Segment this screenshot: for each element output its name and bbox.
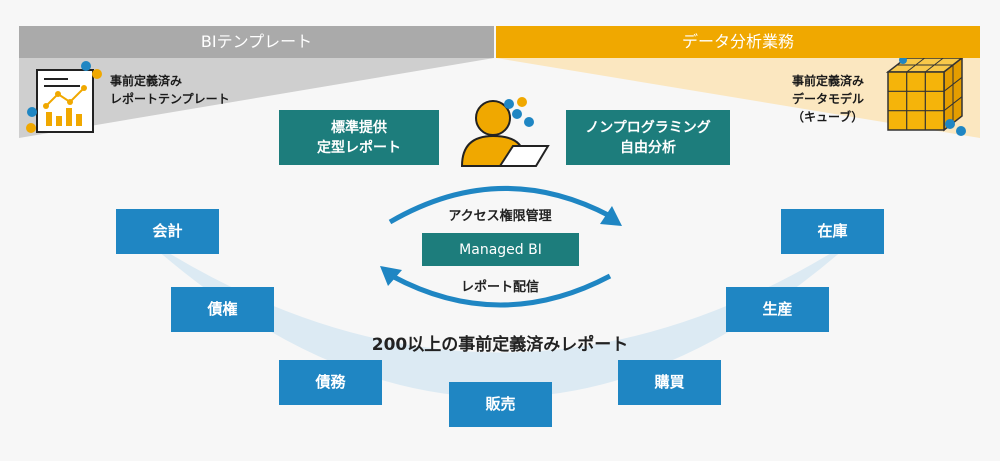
module-payables: 債務 [279,360,382,405]
data-wedge [496,58,980,138]
predefined-reports-label: 200以上の事前定義済みレポート [371,335,629,355]
module-purchasing: 購買 [618,360,721,405]
module-inventory: 在庫 [781,209,884,254]
user-icon [460,97,550,167]
standard-report-box: 標準提供 定型レポート [279,110,439,165]
module-sales: 販売 [449,382,552,427]
cycle-arrows [380,186,622,308]
nonprogramming-analysis-box: ノンプログラミング 自由分析 [566,110,730,165]
report-arc [140,235,860,398]
access-control-label: アクセス権限管理 [448,209,552,224]
data-analysis-header: データ分析業務 [496,26,980,58]
report-delivery-label: レポート配信 [460,280,539,295]
module-accounting: 会計 [116,209,219,254]
module-receivables: 債権 [171,287,274,332]
report-template-icon [26,61,102,133]
data-cube-icon [885,56,966,136]
module-production: 生産 [726,287,829,332]
bi-wedge [19,58,494,138]
data-model-label: 事前定義済み データモデル （キューブ） [792,74,865,124]
report-template-label: 事前定義済み レポートテンプレート [110,74,230,106]
bi-template-header: BIテンプレート [19,26,494,58]
managed-bi-box: Managed BI [422,233,579,266]
